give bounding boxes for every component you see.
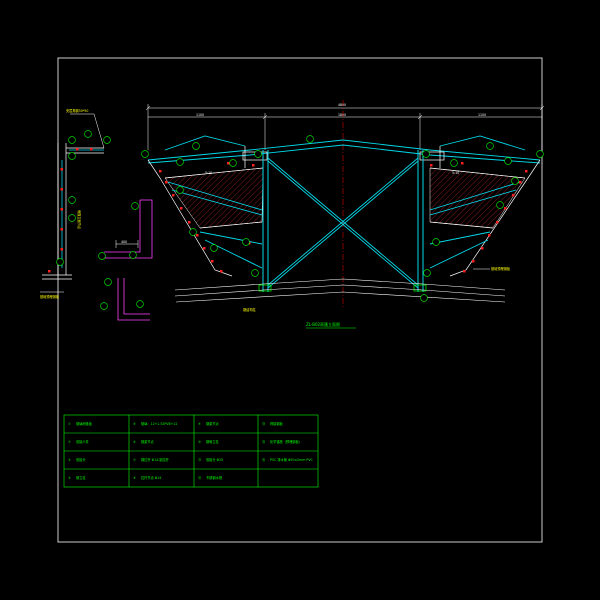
- right-hatch: [429, 167, 526, 229]
- legend-cells: ① 玻璃雨篷板 ⑤ 玻璃：12+1.52PVB+12 ⑨ 钢梁节点 ⑬ 焊接钢板 ② 驳接爪件 ⑥ 钢…: [68, 421, 314, 480]
- legend-number: ④: [68, 476, 71, 480]
- bottom-center-note: 钢结构柱: [243, 307, 257, 312]
- legend-number: ⑤: [133, 422, 136, 426]
- legend-label: 焊接钢板: [270, 421, 284, 426]
- legend-label: 拉杆节点 Φ14: [141, 475, 161, 480]
- canopy-elevation: 4800 1100 1800 1100: [141, 100, 545, 329]
- legend-label: 钢梁节点: [206, 421, 220, 426]
- roof-line: [147, 135, 541, 164]
- legend-label: 驳接爪件: [76, 439, 90, 444]
- legend-number: ⑫: [198, 475, 202, 480]
- legend-number: ⑪: [198, 457, 202, 462]
- legend-number: ⑮: [262, 457, 266, 462]
- legend-number: ⑬: [262, 421, 266, 426]
- legend-table: [63, 414, 319, 488]
- cross-bracing: [167, 157, 521, 289]
- drawing-frame: [57, 57, 543, 543]
- legend-label: 钢拉杆 Φ14-钢拉杆: [141, 457, 170, 462]
- section-details: 400: [98, 199, 153, 321]
- structure-outline: [147, 146, 541, 277]
- right-span-dimension: 1100: [478, 113, 486, 117]
- slope-label-left: 5:10: [205, 171, 212, 175]
- legend-label: 钢梁节点: [141, 439, 155, 444]
- legend-number: ③: [68, 458, 71, 462]
- legend-number: ⑥: [133, 440, 136, 444]
- column-bases: [258, 284, 427, 292]
- legend-label: 钢立柱: [76, 475, 86, 480]
- section-bubbles: [141, 135, 544, 302]
- legend-number: ⑦: [133, 458, 136, 462]
- legend-label: 不锈钢水槽: [206, 475, 223, 480]
- left-span-dimension: 1100: [196, 113, 204, 117]
- legend-number: ⑨: [198, 422, 201, 426]
- legend-label: 驳接头 Φ25: [206, 457, 223, 462]
- legend-number: ①: [68, 422, 71, 426]
- top-left-note: 夹层角钢50*50: [66, 108, 88, 113]
- right-anchor-note: 基础预埋钢板: [491, 266, 511, 271]
- legend-label: 玻璃：12+1.52PVB+12: [141, 421, 177, 426]
- legend-label: 钢管立柱: [206, 439, 220, 444]
- ground-line: [174, 278, 506, 303]
- drawing-title: ZL-B02雨篷立面图: [306, 321, 340, 327]
- vertical-detail-label: 雨篷立面节点: [77, 210, 82, 230]
- legend-label: 玻璃雨篷板: [76, 421, 93, 426]
- left-hatch: [164, 167, 264, 229]
- side-detail: 夹层角钢50*50 雨篷立面节点 基础预埋钢板: [40, 108, 111, 299]
- legend-number: ⑧: [133, 476, 136, 480]
- legend-label: PVC 排水管 Φ50×2mm PVC: [270, 457, 314, 462]
- columns: [262, 150, 424, 292]
- dimension-chain: [145, 104, 545, 150]
- legend-number: ②: [68, 440, 71, 444]
- left-anchor-note: 基础预埋钢板: [40, 294, 60, 299]
- section-dimension: 400: [121, 240, 127, 244]
- legend-number: ⑩: [198, 440, 201, 444]
- legend-label: 驳接头: [76, 457, 86, 462]
- slope-label-right: 5:10: [452, 171, 459, 175]
- middle-span-dimension: 1800: [338, 113, 346, 117]
- overall-dimension: 4800: [338, 103, 346, 107]
- legend-number: ⑭: [262, 439, 266, 444]
- legend-label: 化学锚栓（预埋钢板）: [270, 439, 302, 444]
